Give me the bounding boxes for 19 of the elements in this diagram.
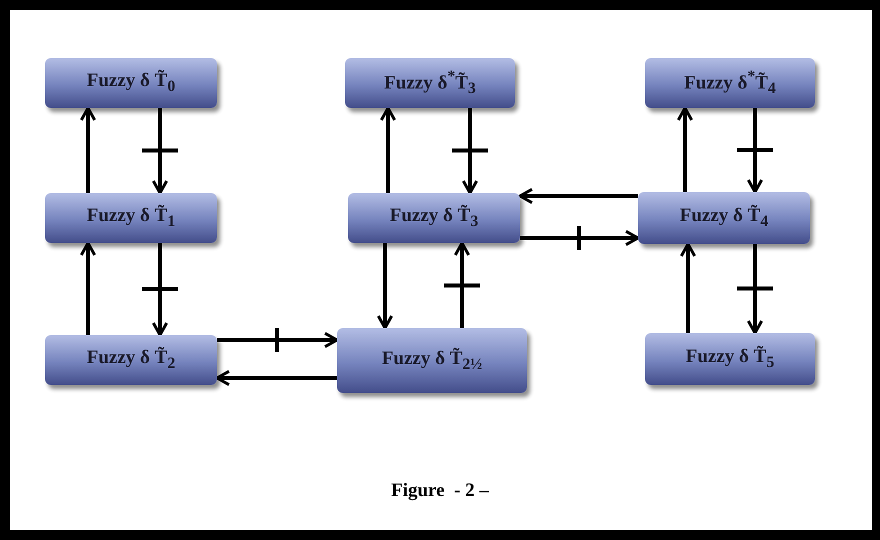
process-box [645, 333, 815, 385]
process-box [645, 58, 815, 108]
box-label: Fuzzy δ$^{*}$T̃$_{4}$ [684, 68, 776, 98]
process-box [638, 192, 810, 244]
box-label: Fuzzy δ T̃$_{0}$ [86, 70, 176, 96]
box-label: Fuzzy δ T̃$_{2½}$ [382, 348, 482, 374]
box-label: Fuzzy δ$^{*}$T̃$_{3}$ [384, 68, 476, 98]
process-box [337, 328, 527, 393]
figure-caption: Figure - 2 – [390, 480, 490, 502]
process-box [348, 193, 520, 243]
box-label: Fuzzy δ T̃$_{2}$ [86, 347, 176, 373]
process-box [45, 193, 217, 243]
process-box [45, 58, 217, 108]
box-label: Fuzzy δ T̃$_{1}$ [86, 205, 176, 231]
process-box [345, 58, 515, 108]
box-label: Fuzzy δ T̃$_{5}$ [686, 346, 774, 372]
box-label: Fuzzy δ T̃$_{3}$ [390, 205, 478, 231]
process-box [45, 335, 217, 385]
box-label: Fuzzy δ T̃$_{4}$ [680, 205, 768, 231]
